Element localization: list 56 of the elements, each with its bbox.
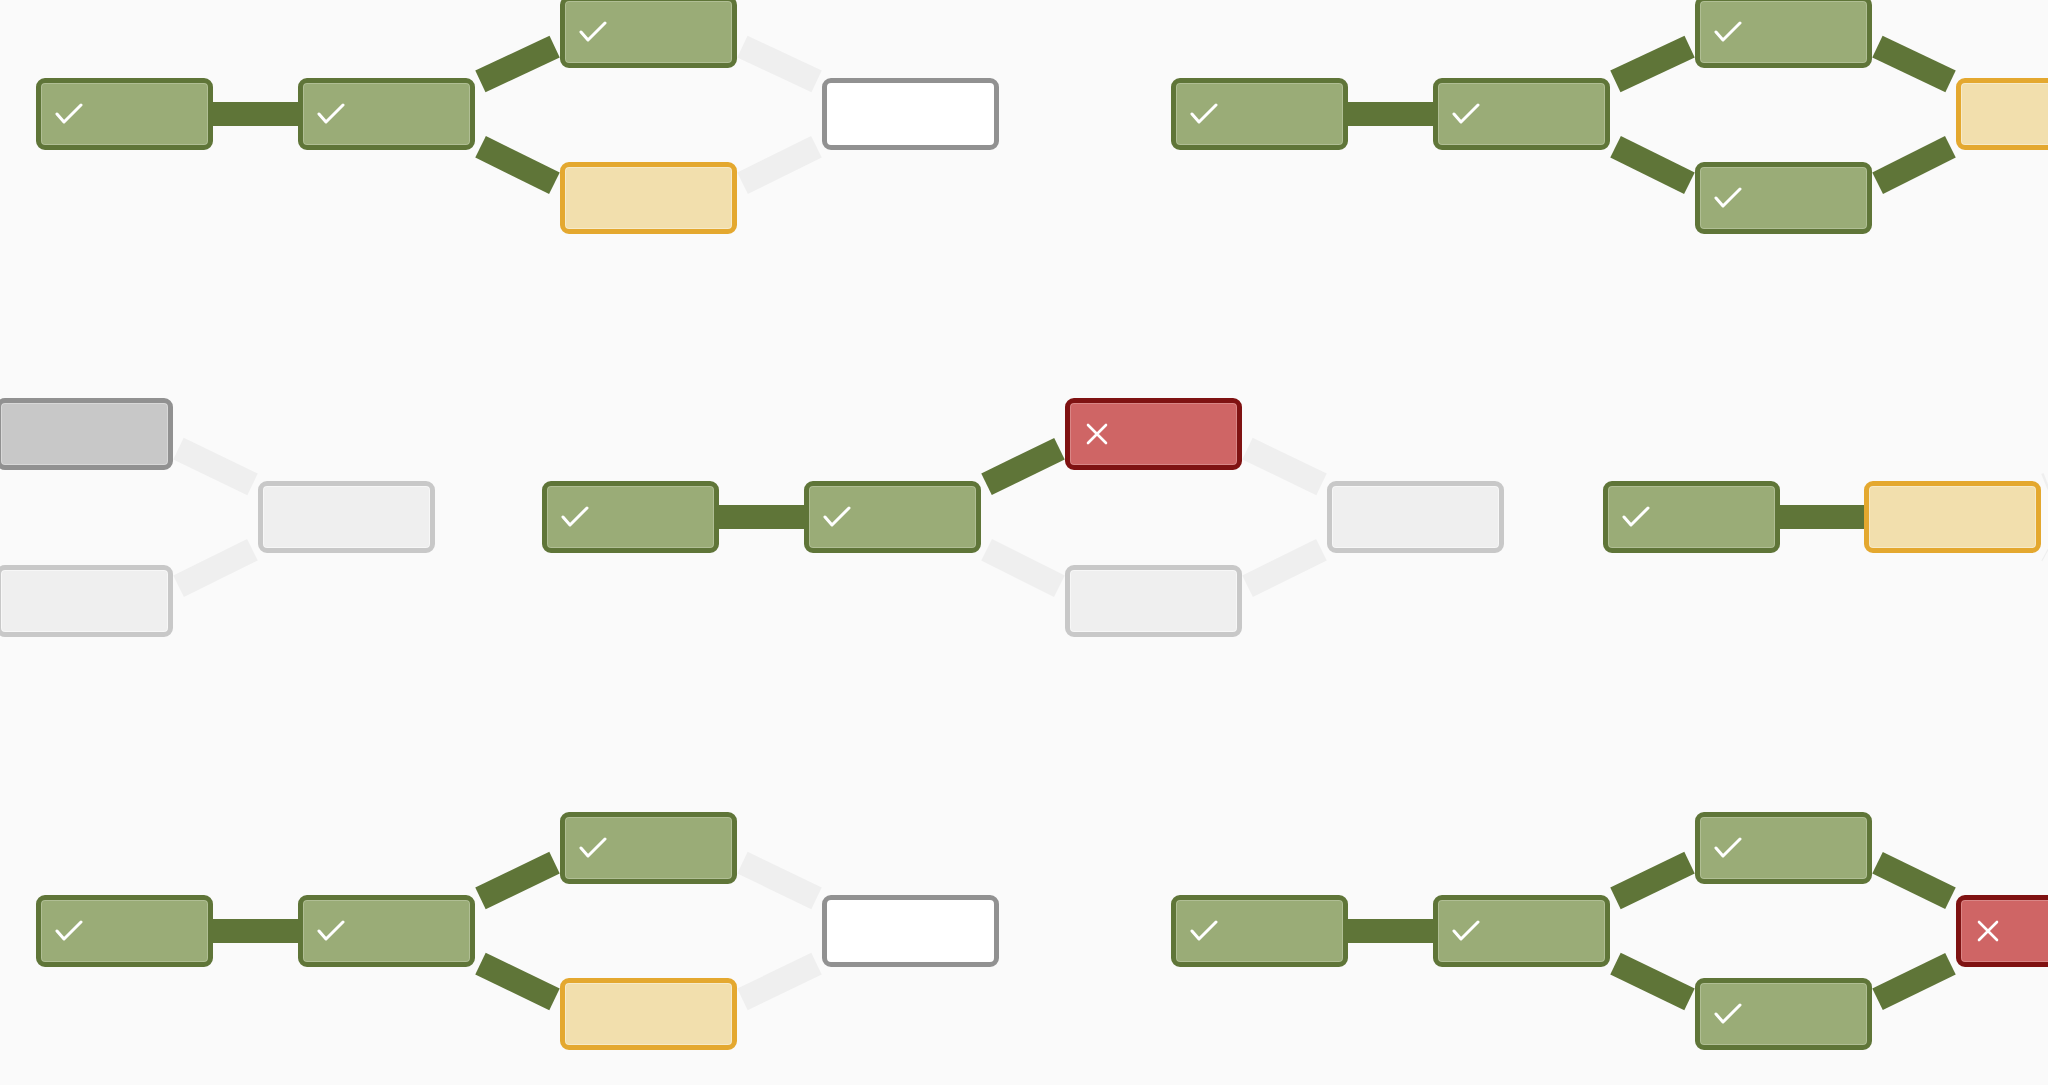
connector-line: [475, 35, 560, 93]
connector-line: [213, 102, 298, 126]
step-box: [560, 812, 737, 884]
step-box: [36, 78, 213, 150]
connector-line: [981, 437, 1065, 496]
connector-line: [1348, 102, 1433, 126]
connector-line: [737, 851, 822, 910]
step-box: [1171, 78, 1348, 150]
step-box: [560, 978, 737, 1050]
step-box: [1065, 398, 1242, 470]
connector-line: [1610, 35, 1695, 93]
step-box: [804, 481, 981, 553]
step-box: [1327, 481, 1504, 553]
connector-line: [737, 952, 822, 1011]
step-box: [1695, 978, 1872, 1050]
step-box: [0, 565, 173, 637]
step-box: [0, 398, 173, 470]
connector-line: [1872, 851, 1956, 910]
step-box: [1433, 895, 1610, 967]
connector-line: [213, 919, 298, 943]
step-box: [1695, 162, 1872, 234]
connector-line: [1242, 539, 1327, 597]
connector-line: [1610, 952, 1695, 1011]
step-box: [560, 162, 737, 234]
step-box: [298, 78, 475, 150]
connector-line: [1872, 952, 1956, 1011]
connector-line: [719, 505, 804, 529]
step-box: [258, 481, 435, 553]
step-box: [1065, 565, 1242, 637]
step-box: [1695, 0, 1872, 68]
step-box: [1864, 481, 2041, 553]
connector-line: [737, 136, 822, 194]
connector-line: [1348, 919, 1433, 943]
step-box: [822, 895, 999, 967]
connector-line: [737, 35, 822, 93]
connector-line: [1780, 505, 1864, 529]
connector-line: [173, 437, 258, 496]
step-box: [1603, 481, 1780, 553]
step-box: [560, 0, 737, 68]
connector-line: [1242, 437, 1327, 496]
connector-line: [1610, 136, 1695, 194]
step-box: [298, 895, 475, 967]
step-box: [1171, 895, 1348, 967]
step-box: [36, 895, 213, 967]
connector-line: [475, 952, 560, 1011]
connector-line: [981, 539, 1065, 597]
connector-line: [173, 539, 258, 597]
connector-line: [475, 851, 560, 910]
step-box: [1695, 812, 1872, 884]
step-box: [822, 78, 999, 150]
step-box: [542, 481, 719, 553]
step-box: [1433, 78, 1610, 150]
connector-line: [1872, 136, 1956, 194]
connector-line: [1610, 851, 1695, 910]
connector-line: [1872, 35, 1956, 93]
connector-line: [475, 136, 560, 194]
